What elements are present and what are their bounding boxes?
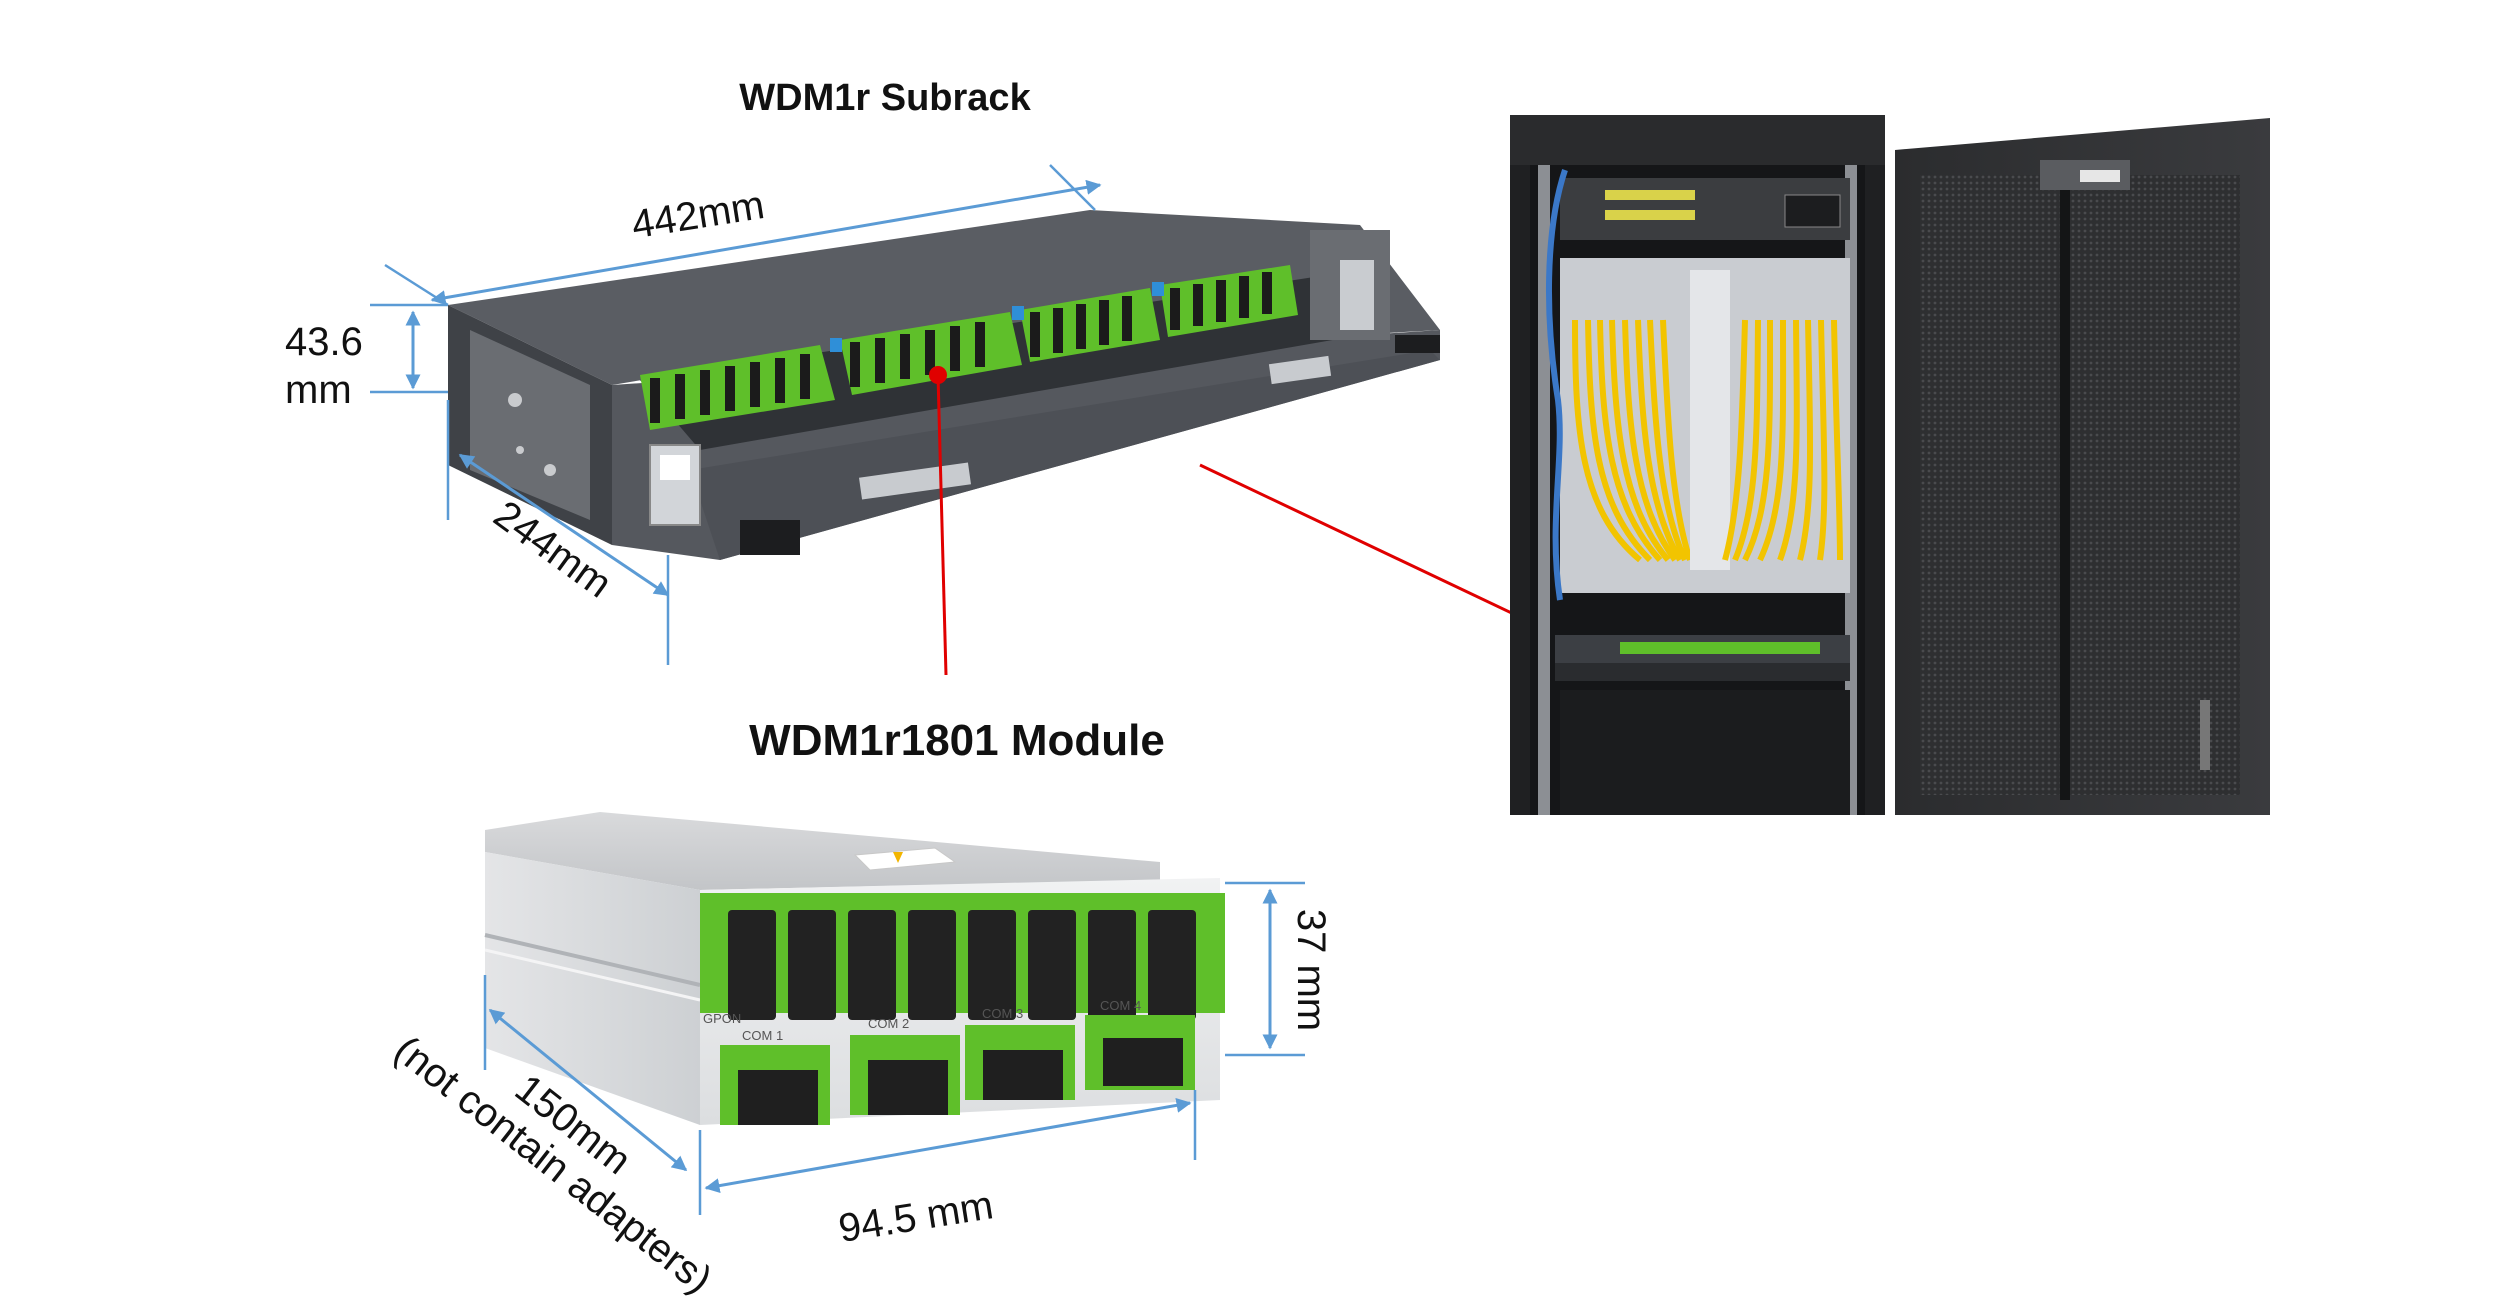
module-adapter-row-top (700, 893, 1225, 1020)
port-label-com1: COM 1 (742, 1028, 783, 1043)
port-label-gpon: GPON (703, 1011, 741, 1026)
cabinet-fibers-left (1572, 319, 1693, 563)
subrack-adapter-group-2 (840, 312, 1022, 395)
port-label-com3: COM 3 (982, 1006, 1023, 1021)
cabinet-fibers-right (1722, 319, 1843, 562)
subrack-title: WDM1r Subrack (739, 77, 1031, 119)
module-height-dimension: 37 mm (1225, 881, 1333, 1057)
subrack-adapter-group-1 (640, 345, 835, 430)
subrack-height-dimension: 43.6 mm (285, 303, 448, 412)
subrack-height-unit: mm (285, 368, 352, 412)
module-image: GPON COM 1 COM 2 COM 3 COM 4 (484, 812, 1225, 1125)
cabinet-image (1510, 115, 2270, 815)
subrack-adapter-group-3 (1020, 288, 1160, 362)
module-title: WDM1r1801 Module (749, 716, 1165, 765)
port-label-com2: COM 2 (868, 1016, 909, 1031)
subrack-width-label: 442mm (629, 183, 768, 247)
module-height-label: 37 mm (1289, 909, 1333, 1031)
subrack-adapter-group-4 (1160, 265, 1298, 337)
port-label-com4: COM 4 (1100, 998, 1141, 1013)
module-callout (929, 366, 948, 676)
module-width-label: 94.5 mm (836, 1183, 997, 1251)
subrack-height-value: 43.6 (285, 320, 363, 364)
subrack-image (448, 210, 1440, 560)
